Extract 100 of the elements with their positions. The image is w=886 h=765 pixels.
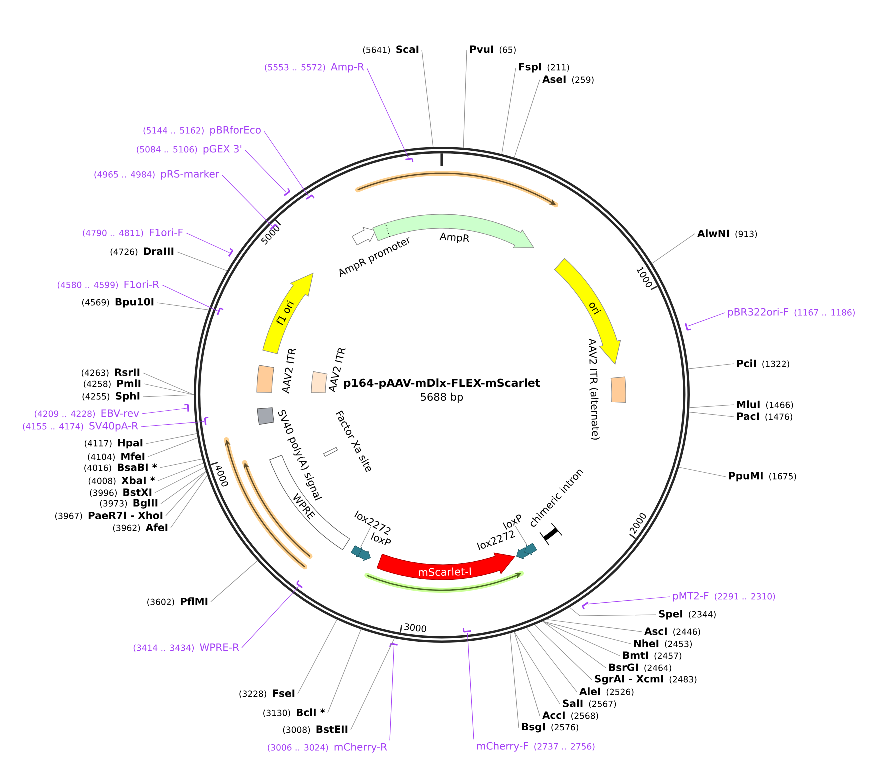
- leader-line: [158, 463, 204, 482]
- enzyme-label: AseI (259): [542, 76, 594, 84]
- enzyme-label: AleI (2526): [580, 688, 634, 696]
- leader-line: [390, 646, 395, 741]
- leader-line: [502, 68, 516, 155]
- leader-line: [366, 68, 409, 158]
- leader-line: [210, 560, 258, 602]
- enzyme-label: (4008) XbaI *: [88, 476, 156, 486]
- leader-line: [142, 372, 194, 396]
- primer-mark: [685, 323, 692, 331]
- leader-line: [328, 629, 362, 714]
- leader-line: [542, 621, 620, 656]
- enzyme-label: PciI (1322): [737, 360, 790, 368]
- leader-line: [510, 633, 520, 728]
- feature-label: AmpR: [440, 232, 470, 244]
- leader-line: [422, 50, 434, 148]
- primer-label: (3414 .. 3434) WPRE-R: [134, 644, 240, 652]
- leader-line: [166, 471, 206, 516]
- primer-mark: [463, 628, 472, 633]
- primer-label: (4965 .. 4984) pRS-marker: [94, 170, 220, 180]
- primer-label: (4790 .. 4811) F1ori-F: [83, 228, 183, 238]
- enzyme-label: PvuI (65): [470, 46, 516, 54]
- primer-mark: [228, 248, 234, 257]
- leader-line: [588, 596, 670, 605]
- enzyme-label: (3967) PaeR7I - XhoI: [55, 512, 163, 520]
- primer-label: pMT2-F (2291 .. 2310): [673, 592, 776, 602]
- leader-line: [542, 621, 632, 644]
- leader-line: [142, 408, 188, 414]
- enzyme-label: (4569) Bpu10I: [82, 298, 154, 308]
- leader-line: [514, 632, 560, 704]
- enzyme-label: BsrGI (2464): [609, 664, 672, 672]
- enzyme-label: (3973) BglII: [100, 499, 158, 509]
- enzyme-label: (4258) PmlI: [84, 380, 141, 388]
- lox-site: [524, 543, 538, 556]
- leader-line: [242, 586, 300, 648]
- enzyme-label: (3602) PflMI: [148, 598, 208, 606]
- enzyme-label: (4016) BsaBI *: [84, 464, 158, 472]
- leader-line: [360, 527, 372, 548]
- tick-label: 4000: [216, 466, 228, 487]
- enzyme-label: (3008) BstEII: [283, 726, 348, 734]
- map-feature: mScarlet-I: [376, 552, 516, 580]
- primer-label: (4580 .. 4599) F1ori-R: [58, 280, 160, 290]
- tick-label: 3000: [404, 624, 426, 632]
- primer-mark: [390, 643, 398, 648]
- enzyme-label: (3130) BclI *: [264, 708, 326, 718]
- primer-mark: [582, 602, 589, 610]
- primer-label: (4155 .. 4174) SV40pA-R: [23, 422, 138, 432]
- leader-line: [569, 607, 656, 616]
- enzyme-label: (4263) RsrII: [82, 368, 140, 378]
- enzyme-label: NheI (2453): [634, 640, 692, 648]
- leader-line: [160, 458, 203, 468]
- enzyme-label: FspI (211): [519, 63, 570, 73]
- leader-line: [652, 234, 696, 264]
- plasmid-name: p164-pAAV-mDlx-FLEX-mScarlet: [344, 378, 540, 390]
- primer-label: (5553 .. 5572) Amp-R: [265, 63, 364, 73]
- primer-label: pBR322ori-F (1167 .. 1186): [728, 308, 855, 318]
- primer-mark: [306, 194, 315, 200]
- leader-line: [264, 130, 309, 196]
- enzyme-label: PacI (1476): [737, 412, 792, 422]
- primer-mark: [270, 224, 279, 230]
- leader-line: [689, 412, 734, 418]
- primer-label: mCherry-F (2737 .. 2756): [477, 742, 595, 752]
- leader-line: [160, 471, 206, 504]
- enzyme-label: AscI (2446): [644, 628, 700, 636]
- leader-line: [140, 421, 204, 428]
- leader-line: [514, 80, 540, 158]
- enzyme-label: AccI (2568): [542, 712, 598, 720]
- primer-mark: [184, 404, 190, 412]
- primer-mark: [284, 188, 291, 196]
- leader-line: [463, 50, 468, 148]
- enzyme-label: (4726) DraIII: [110, 248, 174, 256]
- enzyme-label: (3996) BstXI: [90, 488, 152, 498]
- primer-label: (5144 .. 5162) pBRforEco: [144, 126, 261, 136]
- leader-line: [154, 467, 206, 494]
- leader-line: [156, 302, 210, 310]
- enzyme-label: PpuMI (1675): [729, 472, 796, 482]
- leader-line: [142, 394, 194, 398]
- leader-line: [222, 174, 273, 226]
- leader-line: [678, 467, 726, 478]
- enzyme-label: (3228) FseI: [240, 690, 295, 698]
- feature-label: loxP: [502, 514, 522, 530]
- primer-mark: [296, 580, 304, 589]
- enzyme-label: (3962) AfeI: [113, 524, 168, 532]
- enzyme-label: SalI (2567): [563, 700, 616, 708]
- enzyme-label: (4104) MfeI: [88, 452, 145, 462]
- enzyme-label: (4255) SphI: [82, 392, 140, 402]
- leader-line: [534, 624, 592, 680]
- enzyme-label: BmtI (2457): [623, 652, 682, 660]
- enzyme-label: MluI (1466): [737, 400, 794, 410]
- leader-line: [688, 364, 734, 370]
- leader-line: [515, 526, 528, 546]
- leader-line: [162, 284, 218, 312]
- primer-mark: [204, 417, 209, 426]
- leader-line: [467, 632, 474, 740]
- leader-line: [186, 232, 230, 254]
- enzyme-label: SgrAI - XcmI (2483): [595, 675, 697, 685]
- leader-line: [244, 150, 287, 193]
- leader-line: [689, 404, 734, 408]
- primer-label: (4209 .. 4228) EBV-rev: [34, 410, 140, 418]
- enzyme-label: BsgI (2576): [522, 723, 578, 733]
